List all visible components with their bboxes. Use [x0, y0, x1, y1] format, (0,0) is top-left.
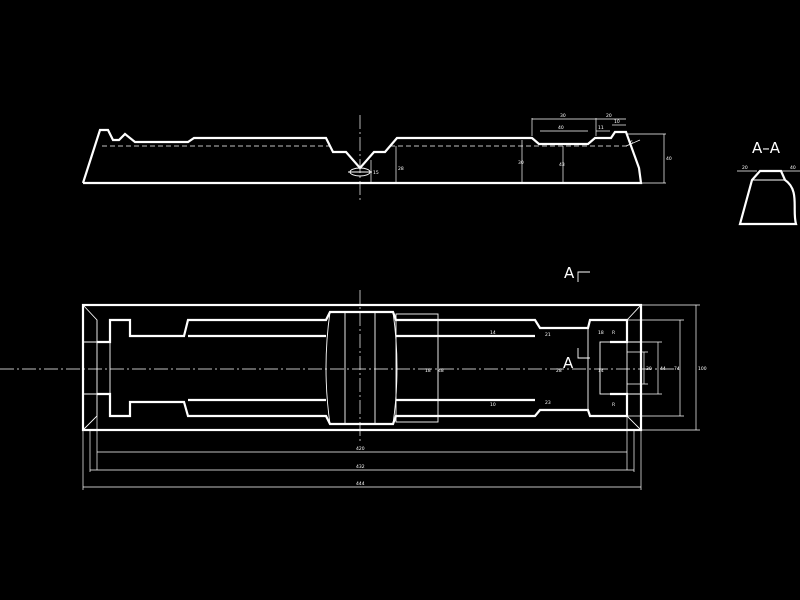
dim-text: 40 — [666, 156, 672, 162]
right-end-slot — [599, 341, 628, 395]
dim-text: R — [612, 402, 615, 408]
section-mark-upper: A — [564, 264, 575, 282]
plan-outer-rectangle — [81, 303, 643, 432]
dim-text: 28 — [556, 368, 562, 374]
dim-text: 74 — [674, 366, 680, 372]
dim-text: 20 — [742, 165, 748, 171]
dim-text: 30 — [560, 113, 566, 119]
plan-view: 14 10 21 23 28 48 18 18 14 R R 100 74 44… — [0, 290, 707, 490]
dim-text: 432 — [356, 464, 365, 470]
dim-line — [625, 139, 641, 147]
dim-text: 14 — [598, 368, 604, 374]
left-end-chamfer-bottom — [82, 393, 98, 431]
dim-text: 20 — [606, 113, 612, 119]
front-view-outline — [81, 128, 643, 185]
dim-text: 30 — [646, 366, 652, 372]
dim-text: 18 — [425, 368, 431, 374]
dim-text: 15 — [373, 170, 379, 176]
section-title: A–A — [752, 139, 781, 157]
dim-text: 40 — [790, 165, 796, 171]
section-arrow-lower — [577, 348, 590, 359]
section-view-a-a: A–A 20 40 — [737, 139, 800, 226]
dim-text: 21 — [545, 332, 551, 338]
dim-text: 18 — [598, 330, 604, 336]
right-end-chamfer-bottom — [626, 393, 642, 431]
dim-text: 48 — [438, 368, 444, 374]
center-block-curve — [325, 311, 331, 425]
dim-text: 444 — [356, 481, 365, 487]
dim-text: 28 — [398, 166, 404, 172]
dim-text: 10 — [614, 119, 620, 125]
inner-pocket-upper — [97, 310, 629, 344]
section-mark-lower: A — [563, 354, 574, 372]
dim-text: R — [612, 330, 615, 336]
dim-text: 44 — [660, 366, 666, 372]
left-end-chamfer-top — [82, 304, 98, 343]
dim-text: 420 — [356, 446, 365, 452]
center-hidden-rectangle — [395, 313, 439, 423]
dim-text: 30 — [518, 160, 524, 166]
right-end-chamfer-top — [626, 304, 642, 343]
center-block-curve — [392, 311, 398, 425]
dim-text: 11 — [598, 125, 604, 131]
left-end-slot — [96, 341, 111, 395]
dim-text: 6 — [630, 140, 633, 146]
front-view: 30 20 40 10 11 6 15 28 30 43 40 — [81, 113, 672, 203]
dim-text: 23 — [545, 400, 551, 406]
dim-text: 43 — [559, 162, 565, 168]
dim-text: 40 — [558, 125, 564, 131]
section-outline — [738, 169, 798, 226]
inner-pocket-lower — [97, 392, 629, 426]
dim-text: 100 — [698, 366, 707, 372]
dim-text: 10 — [490, 402, 496, 408]
section-arrow-upper — [577, 271, 590, 282]
dim-text: 14 — [490, 330, 496, 336]
